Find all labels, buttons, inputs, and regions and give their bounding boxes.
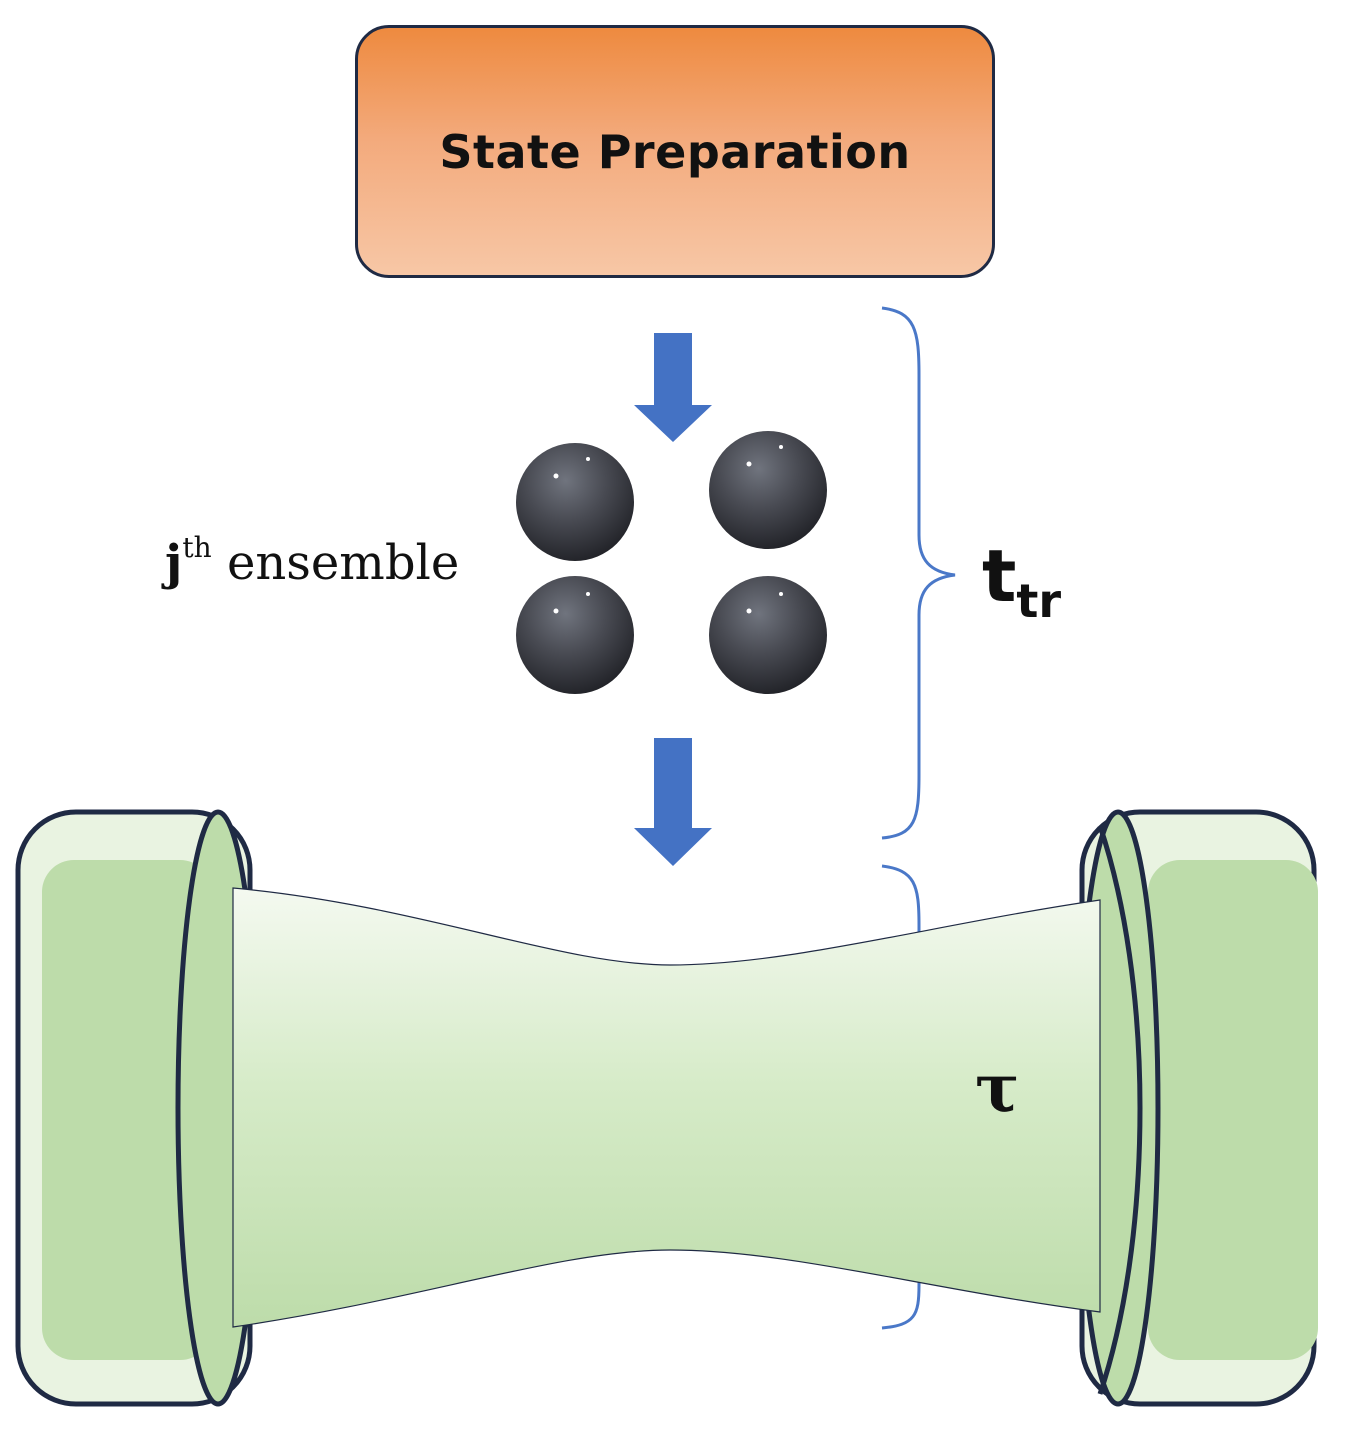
tau-label: τ — [975, 1049, 1020, 1127]
ensemble-superscript: th — [182, 531, 212, 564]
state-preparation-label: State Preparation — [439, 124, 911, 179]
right-mirror — [1075, 809, 1318, 1407]
atom-bottom-right — [709, 576, 827, 694]
state-preparation-box: State Preparation — [355, 25, 995, 278]
ensemble-word: ensemble — [226, 535, 460, 591]
down-arrow-bottom — [634, 738, 712, 866]
atom-top-right — [709, 431, 827, 549]
transit-time-symbol: t — [982, 534, 1017, 618]
transit-time-label: ttr — [982, 540, 1061, 624]
cavity-beam — [232, 887, 1101, 1328]
transit-time-subscript: tr — [1016, 574, 1062, 628]
ensemble-index: j — [165, 535, 183, 591]
right-mirror-rim — [1097, 825, 1143, 1395]
atom-top-left — [516, 443, 634, 561]
brace-transit-time — [881, 306, 956, 840]
atom-bottom-left — [516, 576, 634, 694]
left-mirror — [15, 809, 261, 1407]
ensemble-label: jth ensemble — [165, 534, 460, 592]
down-arrow-top — [634, 333, 712, 442]
